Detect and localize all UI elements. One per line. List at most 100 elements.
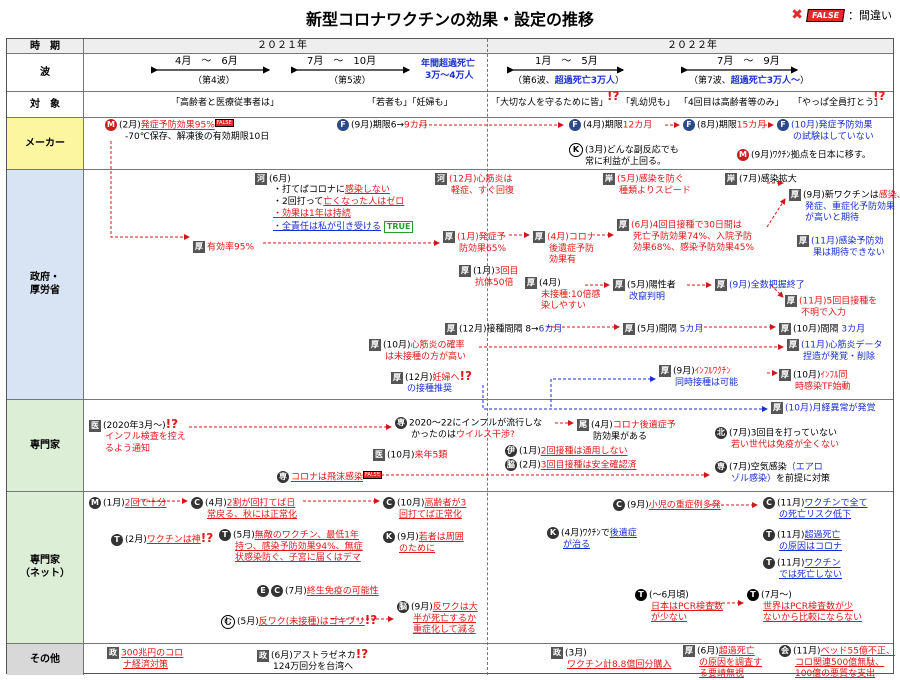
maker-event-1-sub: -70℃保存、解凍後の有効期限10日 [125,132,270,142]
gov-event-11: 厚(1月)3回目抗体50倍 [459,265,519,288]
exclaim-mark: !? [607,89,620,103]
expert-event-1: 医(2020年3月～)!?インフル検査を控えるよう通知 [89,417,186,454]
gov-event-24: 厚(10月)月経異常が発覚 [771,402,876,414]
expert-event-5: 伊(1月)2回接種は通用しない [505,445,628,457]
maker-event-1: M(2月)発症予防効果95%FALSE [105,119,234,132]
expert-band [7,399,83,491]
gov-event-17: 厚(5月)間隔 5カ月 [623,323,704,335]
net-event-1: M(1月)2回で十分 [89,497,166,510]
row-label-period: 時 期 [30,40,60,52]
maker-event-6: K(3月)どんな副反応でも常に利益が上回る。 [569,143,679,168]
gov-band [7,169,83,399]
expert-event-3: 尾(4月)コロナ後遺症予防効果がある [577,419,676,442]
gov-event-16: 厚(12月)接種間隔 8→6カ月 [445,323,563,335]
gov-event-12: 厚(4月)未接種:10倍感染しやすい [525,277,601,311]
year-2022: ２０２２年 [667,40,717,51]
target-2: 「若者も」「妊婦も」 [367,98,453,108]
gov-event-8: 厚(6月)4回目接種で30日間は死亡予防効果74%、入院予防効果68%、感染予防… [617,219,755,253]
net-event-15: T(～6月頃)日本はPCR検査数が少ない [635,589,723,624]
wave5-range: 7月 ～ 10月 [307,56,377,67]
wave-2021-note1: 年間超過死亡 [421,59,476,69]
net-event-5: T(5月)無敵のワクチン、最低1年持つ、感染予防効果94%、無症状感染防ぐ、子宮… [219,529,363,564]
gov-event-1-line1: ・打てばコロナに感染しない [273,185,390,195]
other-event-3: 政(3月)ワクチン計8.8億回分購入 [551,647,672,670]
gov-event-15: 厚(11月)5回目接種を不明で入力 [785,295,878,318]
gov-event-1-line4: ・全責任は私が引き受ける TRUE [273,221,414,233]
arrows-layer [110,66,799,622]
net-event-4: T(2月)ワクチンは神!? [111,531,213,546]
gov-event-1-line2: ・2回打って亡くなった人はゼロ [273,197,405,207]
header-band [7,39,893,53]
legend: ✖ FALSE ：間違い [791,7,892,23]
net-event-14: T(11月)ワクチンでは死亡しない [763,557,842,581]
net-event-13: T(11月)超過死亡の原因はコロナ [763,529,842,553]
page-title: 新型コロナワクチンの効果・設定の推移 [305,10,594,29]
maker-event-4: F(8月)期限15カ月 [683,119,766,132]
net-event-9: 脳(9月)反ワクは大半が死亡するか重症化して減る [397,601,478,635]
gov-event-20: 厚(11月)心筋炎データ捏造が発覚・削除 [787,339,883,362]
gov-event-3: 河(12月)心筋炎は軽症、すぐ回復 [435,173,515,196]
row-label-gov: 政府・ 厚労省 [30,272,60,296]
net-event-12: C(11月)ワクチンで全ての死亡リスク低下 [763,497,868,521]
maker-event-5: F(10月)発症予防効果の試験はしていない [777,119,874,143]
x-mark-icon: ✖ [791,7,803,23]
target-6: 「やっぱ全員打とう」 [793,98,884,108]
gov-event-2: 厚有効率95% [193,241,255,253]
wave6-name: （第6波、超過死亡3万人） [513,76,625,86]
false-badge: FALSE [806,8,845,22]
gov-event-23: 厚(10月)ｲﾝﾌﾙ同時感染TF始動 [779,369,851,392]
row-label-target: 対 象 [30,98,60,110]
gov-event-21: 厚(12月)妊婦へ!?の接種推奨 [391,369,472,395]
net-event-10: C(9月)小児の重症例多発 [613,499,721,512]
row-label-other: その他 [30,653,60,665]
target-5: 「4回目は高齢者等のみ」 [679,98,784,108]
gov-event-13: 厚(5月)陽性者改竄判明 [613,279,676,302]
row-label-expert-net: 専門家 （ネット） [20,555,70,579]
gov-event-1-line3: ・効果は1年は持続 [273,209,351,219]
maker-band [7,117,83,169]
gov-event-18: 厚(10月)間隔 3カ月 [779,323,866,335]
expert-event-7: 医(10月)来年5類 [373,449,448,461]
maker-event-2: F(9月)期限6→9カ月 [337,119,428,132]
gov-event-1: 河(6月) [255,173,291,185]
wave4-range: 4月 ～ 6月 [175,56,238,67]
year-2021: ２０２１年 [257,40,307,51]
gov-event-5: 厚(4月)コロナ後遺症予防効果有 [533,231,596,265]
gov-event-19: 厚(10月)心筋炎の確率は未接種の方が高い [369,339,467,362]
red-dashed-arrows [110,122,786,622]
other-event-4: 厚(6月)超過死亡の原因を調査する要請無視 [683,645,763,679]
wave7-range: 7月 ～ 9月 [717,56,780,67]
legend-label: ：間違い [848,9,892,22]
blue-dashed-arrows [482,376,768,412]
other-event-5: 会(11月)ベッド55億不正、コロ関連500億無駄、100億の悪質な支出 [779,645,895,679]
wave6-range: 1月 ～ 5月 [535,56,598,67]
wave-2021-note2: 3万～4万人 [425,71,474,81]
target-4: 「乳幼児も」 [621,98,676,108]
maker-event-3: F(4月)期限12カ月 [569,119,652,132]
wave4-name: （第4波） [193,76,235,86]
net-event-8: む(5月)反ワク(未接種)はゴキブリ!? [221,613,377,629]
net-event-16: T(7月～)世界はPCR検査数が少ないから比較にならない [747,589,862,624]
net-event-6: K(9月)若者は周囲のために [383,531,464,555]
row-label-maker: メーカー [25,137,65,149]
expert-event-6: 脇(2月)3回目接種は安全確認済 [505,459,637,471]
other-band [7,643,83,675]
row-label-wave: 波 [40,66,50,78]
expert-event-9: 専(7月)空気感染（エアロゾル感染）を前提に対策 [715,461,831,484]
target-3: 「大切な人を守るために皆」 [491,98,609,108]
maker-event-7: M(9月)ﾜｸﾁﾝ拠点を日本に移す。 [737,149,871,162]
gov-event-6: 岸(5月)感染を防ぐ種類よりスピード [603,173,691,196]
exclaim-mark: !? [873,89,886,103]
gov-event-10: 厚(11月)感染予防効果は期待できない [797,235,886,258]
gov-event-7: 岸(7月)感染拡大 [725,173,797,185]
gov-event-22: 厚(9月)ｲﾝﾌﾙﾜｸﾁﾝ同時接種は可能 [659,365,739,388]
timeline-grid: 時 期 波 対 象 メーカー 政府・ 厚労省 専門家 専門家 （ネット） その他… [6,38,900,679]
net-event-2: C(4月)2割が回打てば日常戻る、秋には正常化 [191,497,297,521]
target-1: 「高齢者と医療従事者は」 [171,98,280,108]
expert-net-band [7,491,83,643]
row-label-expert: 専門家 [30,439,60,451]
